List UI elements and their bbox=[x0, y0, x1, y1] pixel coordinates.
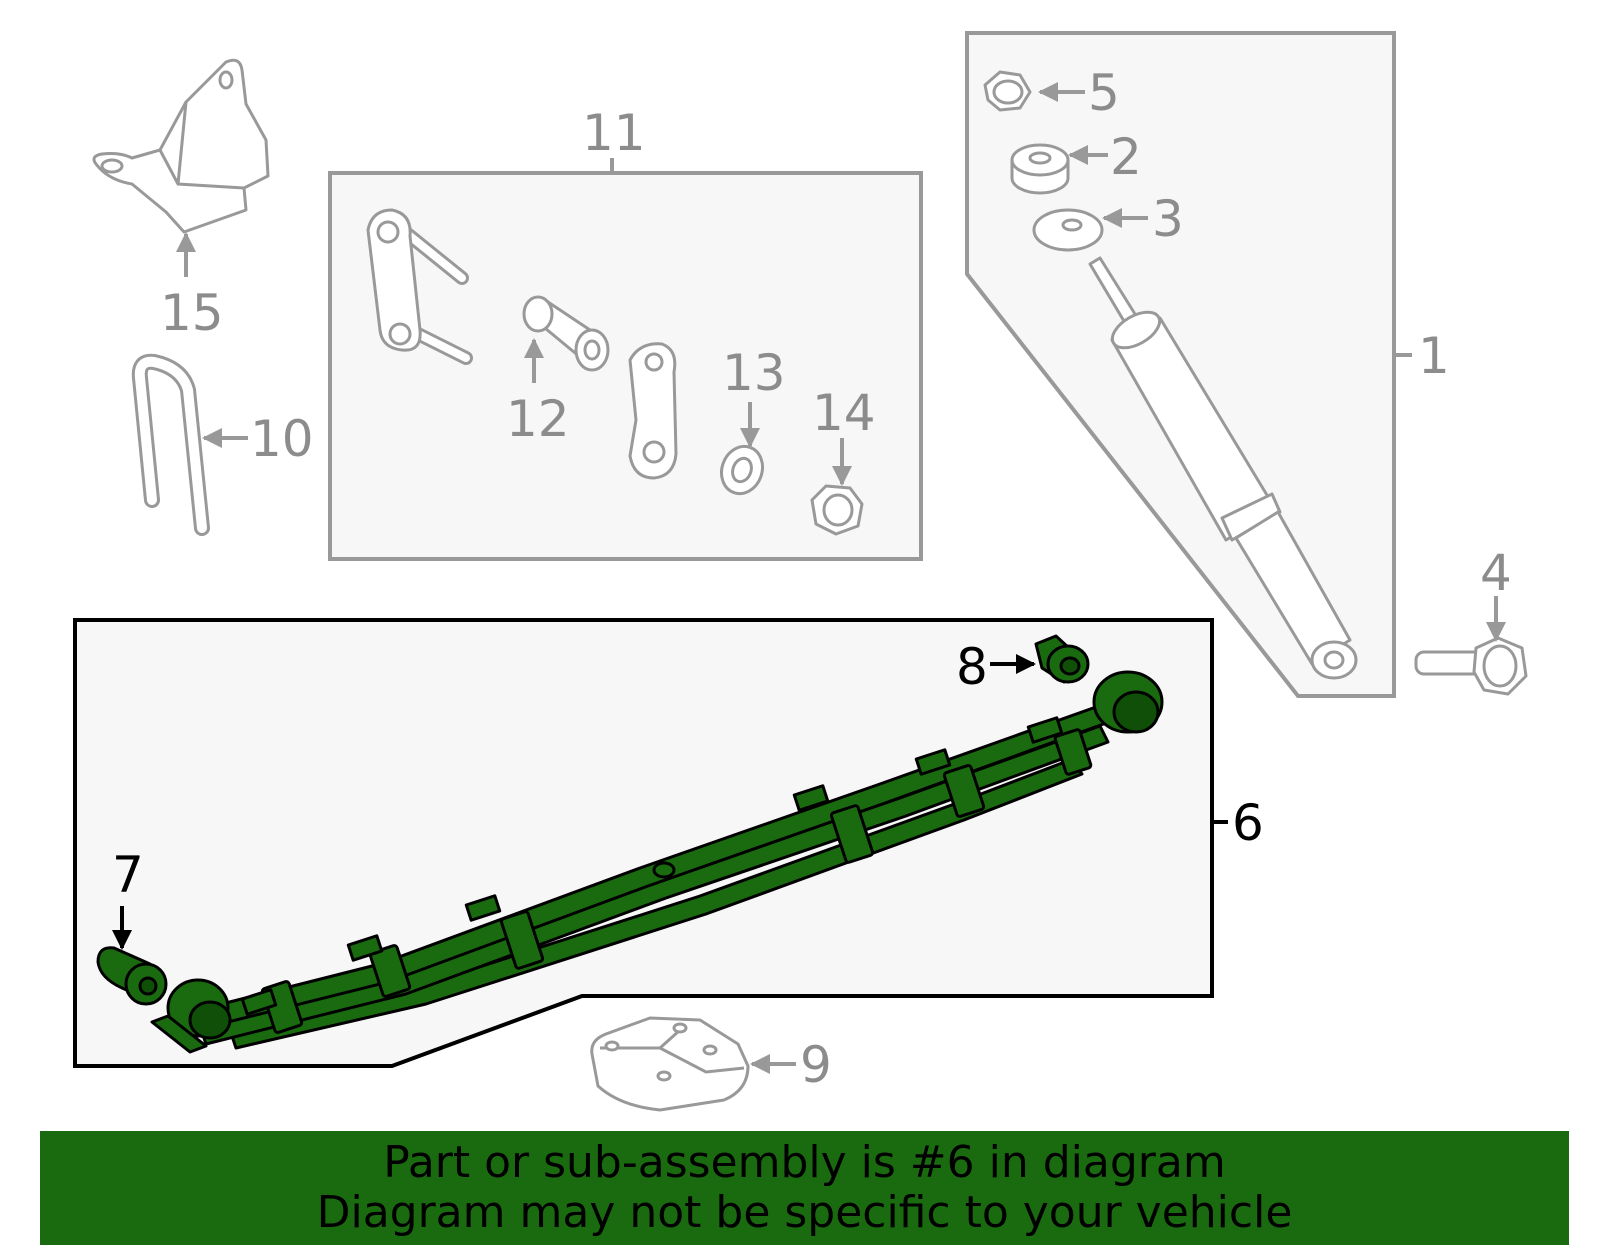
leaf-spring-assembly[interactable] bbox=[73, 618, 1228, 1068]
shock-absorber-icon bbox=[1088, 256, 1358, 680]
u-bolt-10-icon bbox=[131, 353, 210, 536]
banner-line-2: Diagram may not be specific to your vehi… bbox=[316, 1187, 1293, 1238]
part-info-banner: Part or sub-assembly is #6 in diagram Di… bbox=[40, 1131, 1569, 1245]
callout-7: 7 bbox=[112, 846, 144, 904]
shackle-kit-assembly[interactable] bbox=[328, 158, 923, 561]
banner-line-1: Part or sub-assembly is #6 in diagram bbox=[383, 1137, 1226, 1188]
shackle-plate-icon bbox=[366, 208, 473, 365]
insulator-2-icon bbox=[1010, 143, 1070, 195]
bushing-7-icon bbox=[96, 946, 168, 1006]
callout-6: 6 bbox=[1232, 794, 1264, 852]
callout-13: 13 bbox=[722, 344, 786, 402]
washer-3-icon bbox=[1032, 208, 1104, 252]
bushing-12-icon bbox=[522, 295, 610, 372]
callout-1: 1 bbox=[1418, 327, 1450, 385]
bolt-4-icon bbox=[1414, 636, 1528, 696]
callout-11: 11 bbox=[582, 104, 646, 162]
callout-12: 12 bbox=[506, 390, 570, 448]
shackle-side-plate-icon bbox=[628, 342, 678, 480]
callout-5: 5 bbox=[1088, 64, 1120, 122]
nut-14-icon bbox=[810, 484, 864, 536]
spring-bracket-15-icon bbox=[92, 58, 270, 234]
callout-10: 10 bbox=[250, 410, 314, 468]
bushing-8-icon bbox=[1034, 634, 1090, 684]
callout-15: 15 bbox=[160, 284, 224, 342]
callout-3: 3 bbox=[1152, 190, 1184, 248]
spring-pad-9-icon bbox=[590, 1016, 750, 1112]
callout-2: 2 bbox=[1110, 128, 1142, 186]
callout-8: 8 bbox=[956, 638, 988, 696]
callout-9: 9 bbox=[800, 1036, 832, 1094]
shock-absorber-assembly[interactable] bbox=[965, 31, 1528, 698]
washer-13-icon bbox=[719, 444, 765, 496]
callout-4: 4 bbox=[1480, 544, 1512, 602]
nut-5-icon bbox=[983, 70, 1032, 112]
callout-14: 14 bbox=[812, 384, 876, 442]
leaf-spring-icon bbox=[150, 670, 1164, 1054]
